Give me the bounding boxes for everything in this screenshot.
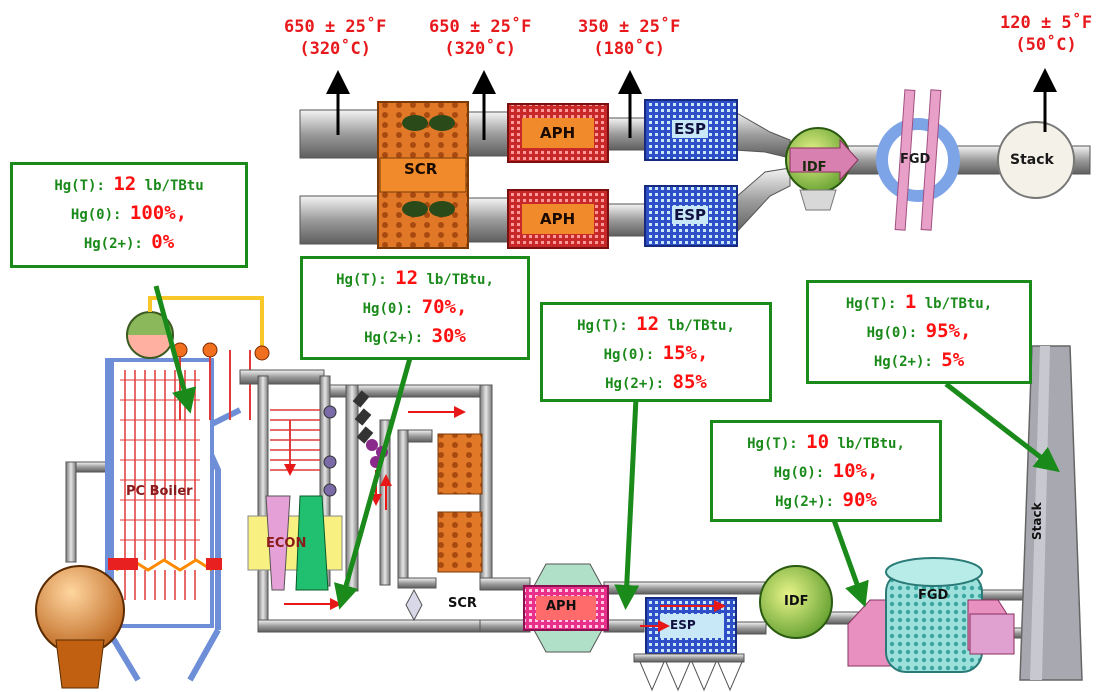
hg0-line: Hg(0): 95%, xyxy=(866,320,972,342)
bottom-idf-label: IDF xyxy=(784,594,809,609)
bottom-fgd-label: FGD xyxy=(918,588,949,603)
callout-arrows xyxy=(153,285,1060,610)
bottom-scr-lower-layer xyxy=(437,511,483,573)
top-esp-upper-label: ESP xyxy=(672,120,709,138)
ammonia-injection xyxy=(352,390,388,468)
hg-total-line: Hg(T): 1 lb/TBtu, xyxy=(845,291,993,313)
mercury-box-fgd-inlet: Hg(T): 10 lb/TBtu, Hg(0): 10%, Hg(2+): 9… xyxy=(710,420,942,522)
temp-celsius: (320˚C) xyxy=(299,39,371,59)
hg-total-line: Hg(T): 12 lb/TBtu xyxy=(54,173,204,195)
temp-celsius: (50˚C) xyxy=(1015,35,1077,55)
hg-total-line: Hg(T): 12 lb/TBtu, xyxy=(336,267,494,289)
hg2-line: Hg(2+): 90% xyxy=(775,489,877,511)
hg0-line: Hg(0): 100%, xyxy=(70,202,188,224)
hg0-line: Hg(0): 15%, xyxy=(603,342,709,364)
bottom-scr-label: SCR xyxy=(448,596,477,611)
hg-total-line: Hg(T): 10 lb/TBtu, xyxy=(747,431,905,453)
temp-label-stack: 120 ± 5˚F (50˚C) xyxy=(1000,12,1092,56)
hg2-line: Hg(2+): 30% xyxy=(364,325,466,347)
top-aph-upper-label: APH xyxy=(540,124,576,142)
bottom-idf xyxy=(759,565,833,639)
bottom-esp-label: ESP xyxy=(670,618,696,632)
top-fgd-label: FGD xyxy=(900,152,931,167)
bottom-aph-label: APH xyxy=(546,599,577,614)
hg0-line: Hg(0): 10%, xyxy=(773,460,879,482)
top-scr-label: SCR xyxy=(404,160,438,178)
hg2-line: Hg(2+): 85% xyxy=(605,371,707,393)
mercury-box-boiler: Hg(T): 12 lb/TBtu Hg(0): 100%, Hg(2+): 0… xyxy=(10,162,248,268)
hg0-line: Hg(0): 70%, xyxy=(362,296,468,318)
top-stack-label: Stack xyxy=(1010,152,1054,168)
temp-fahrenheit: 350 ± 25˚F xyxy=(578,17,681,37)
temp-fahrenheit: 120 ± 5˚F xyxy=(1000,13,1093,33)
bottom-scr-upper-layer xyxy=(437,433,483,495)
mercury-box-aph-inlet: Hg(T): 12 lb/TBtu, Hg(0): 15%, Hg(2+): 8… xyxy=(540,302,772,402)
mercury-box-scr-inlet: Hg(T): 12 lb/TBtu, Hg(0): 70%, Hg(2+): 3… xyxy=(300,256,530,360)
temp-celsius: (320˚C) xyxy=(444,39,516,59)
temp-fahrenheit: 650 ± 25˚F xyxy=(284,17,387,37)
boiler-label: PC Boiler xyxy=(126,484,193,499)
temp-fahrenheit: 650 ± 25˚F xyxy=(429,17,532,37)
temp-label-scr-inlet: 650 ± 25˚F (320˚C) xyxy=(284,16,386,60)
econ-label: ECON xyxy=(266,536,307,551)
top-aph-lower-label: APH xyxy=(540,210,576,228)
top-flow-train xyxy=(299,68,1091,249)
top-esp-lower-label: ESP xyxy=(672,206,709,224)
top-idf-label: IDF xyxy=(802,160,827,175)
temp-celsius: (180˚C) xyxy=(593,39,665,59)
bottom-stack-label: Stack xyxy=(1030,502,1044,540)
hg2-line: Hg(2+): 0% xyxy=(83,231,175,253)
temp-label-esp-inlet: 350 ± 25˚F (180˚C) xyxy=(578,16,680,60)
top-stack xyxy=(997,121,1075,199)
mercury-box-stack: Hg(T): 1 lb/TBtu, Hg(0): 95%, Hg(2+): 5% xyxy=(806,280,1032,384)
temp-label-aph-inlet: 650 ± 25˚F (320˚C) xyxy=(429,16,531,60)
hg2-line: Hg(2+): 5% xyxy=(873,349,965,371)
hg-total-line: Hg(T): 12 lb/TBtu, xyxy=(577,313,735,335)
